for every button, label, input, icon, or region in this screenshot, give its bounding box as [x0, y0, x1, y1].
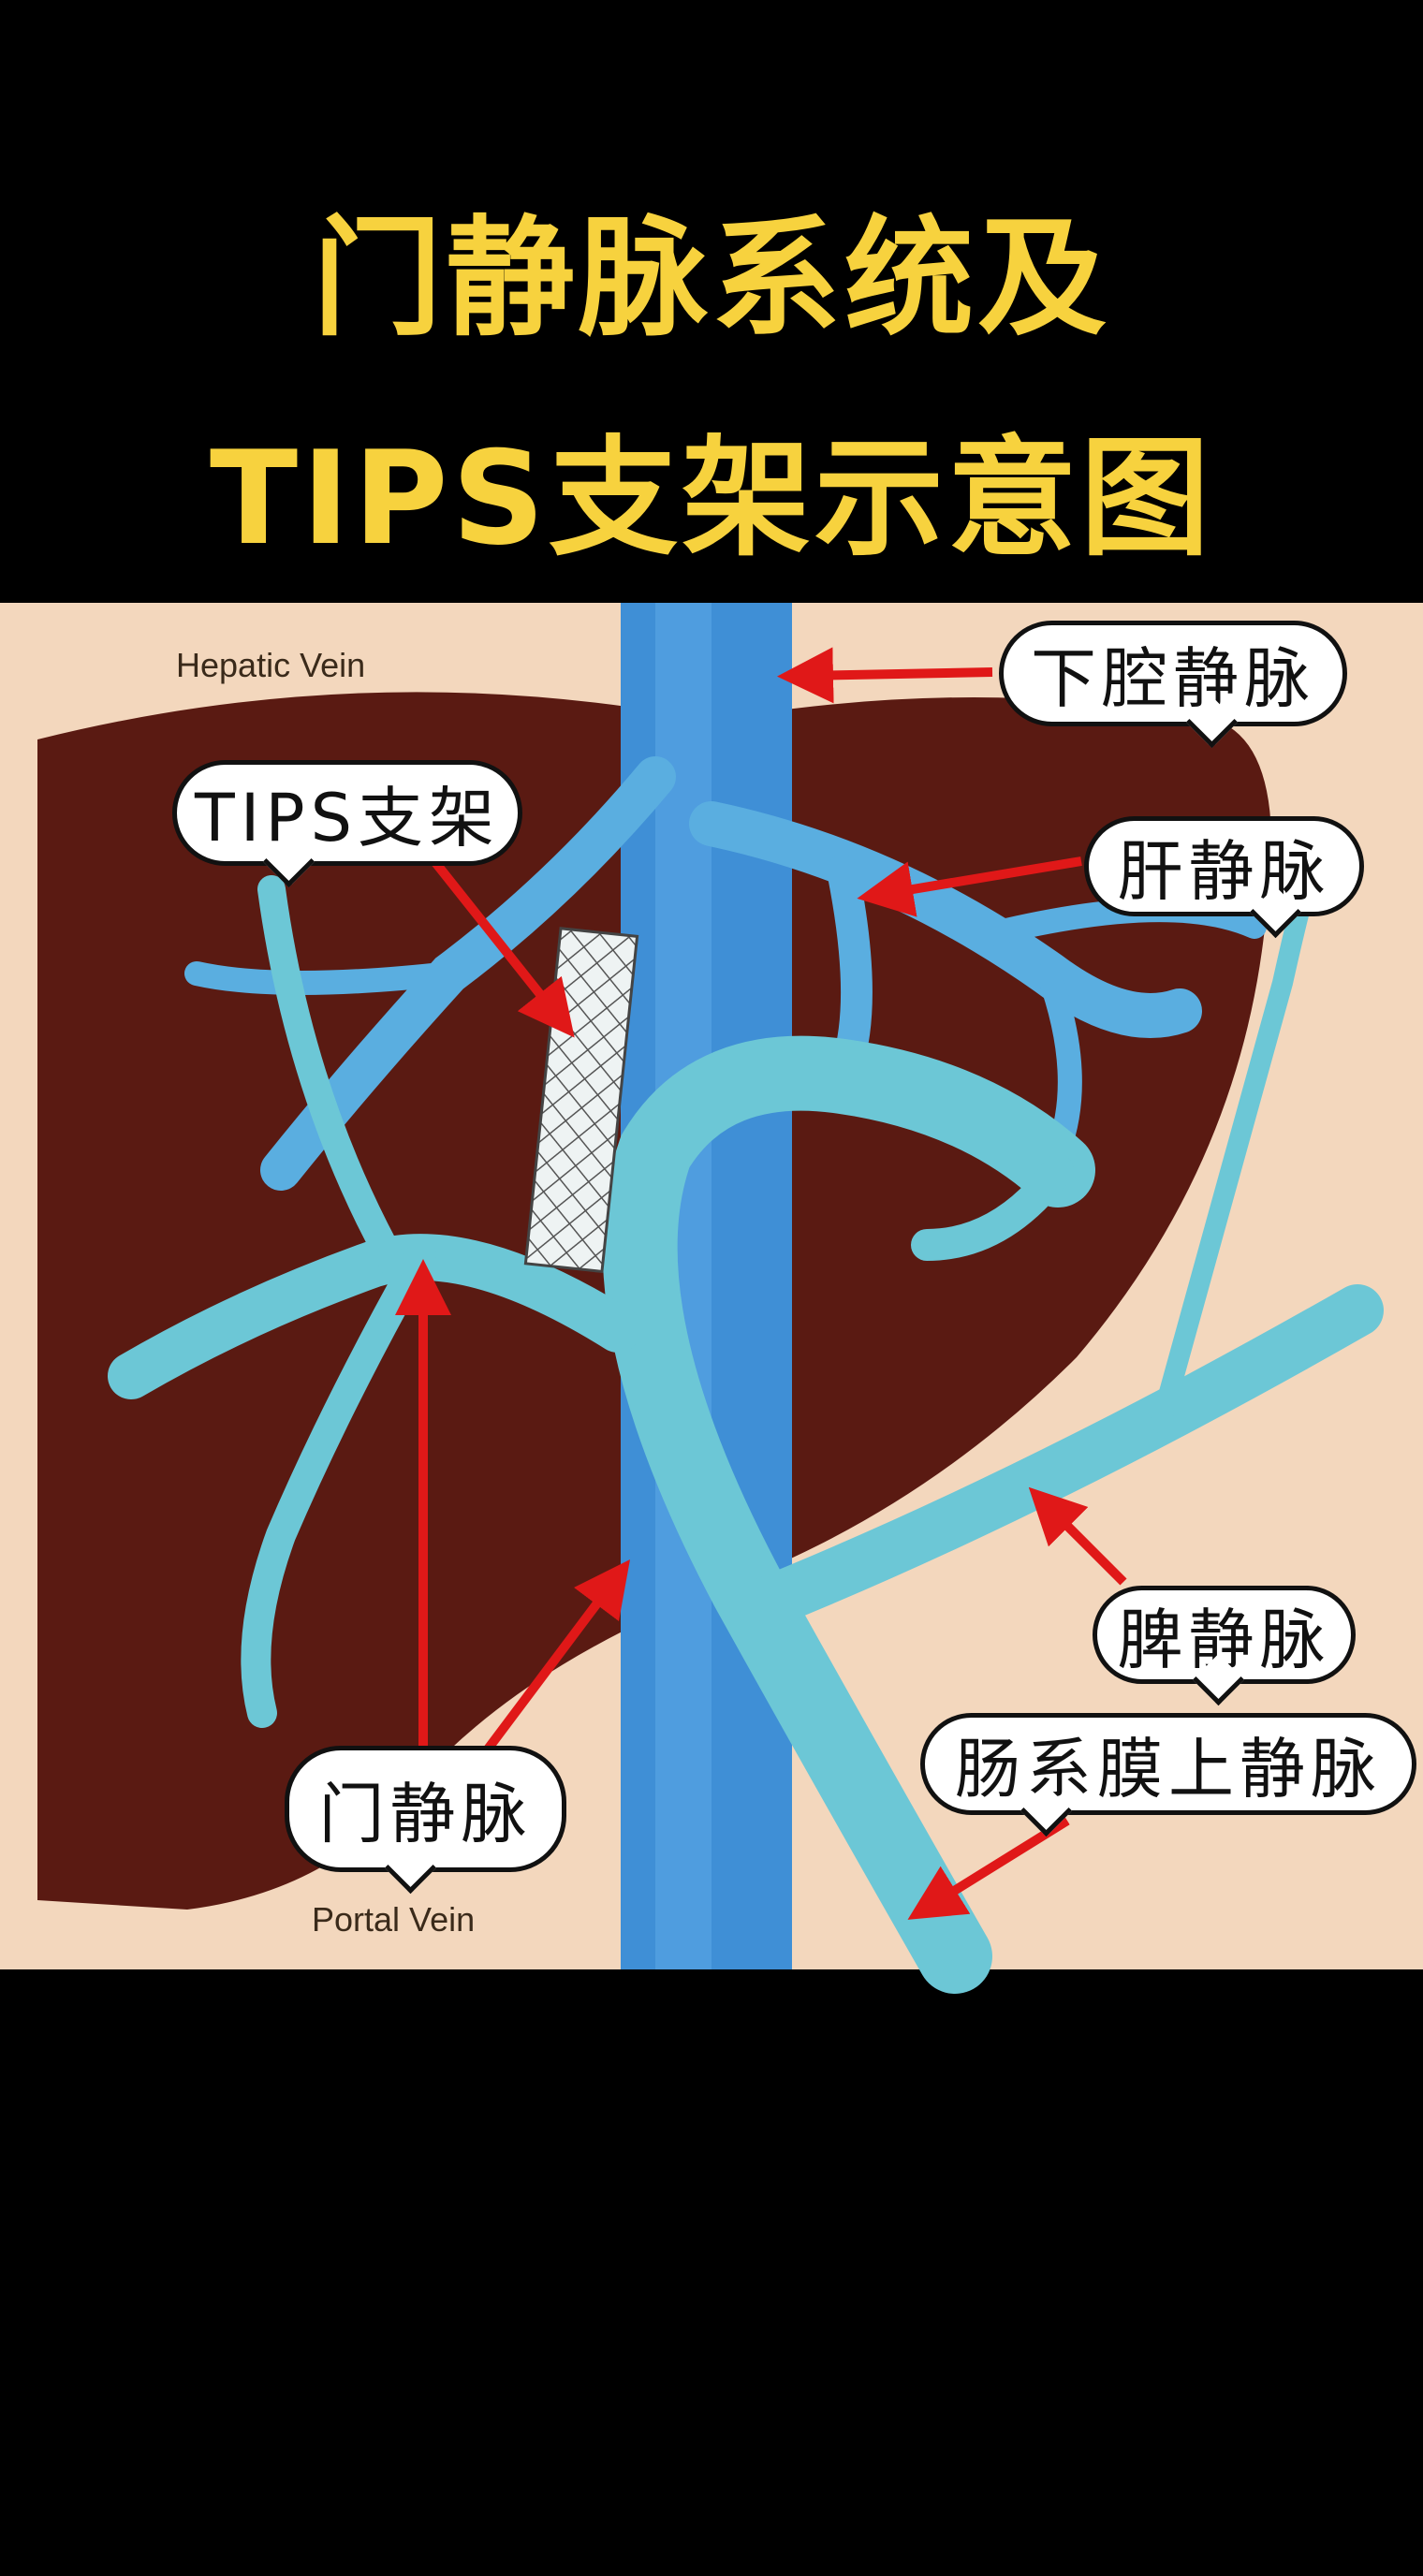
label-text: 肝静脉	[1117, 833, 1331, 910]
title-line-1: 门静脉系统及	[312, 203, 1110, 354]
label-text: 门静脉	[318, 1776, 533, 1852]
label-tips-stent: TIPS支架	[172, 760, 522, 888]
label-text: 下腔静脉	[1031, 640, 1315, 717]
label-portal-vein: 门静脉	[285, 1746, 566, 1895]
hepatic-vein-english-label: Hepatic Vein	[176, 646, 366, 684]
label-text: TIPS支架	[194, 780, 501, 856]
label-superior-mesenteric-vein: 肠系膜上静脉	[920, 1713, 1416, 1837]
title-line-2: TIPS支架示意图	[209, 423, 1213, 574]
label-splenic-vein: 脾静脉	[1093, 1586, 1356, 1706]
label-hepatic-vein: 肝静脉	[1084, 816, 1364, 939]
portal-vein-english-label: Portal Vein	[312, 1900, 476, 1939]
label-text: 肠系膜上静脉	[955, 1731, 1382, 1808]
portal-veins	[108, 860, 1384, 1994]
label-inferior-vena-cava: 下腔静脉	[999, 621, 1347, 749]
